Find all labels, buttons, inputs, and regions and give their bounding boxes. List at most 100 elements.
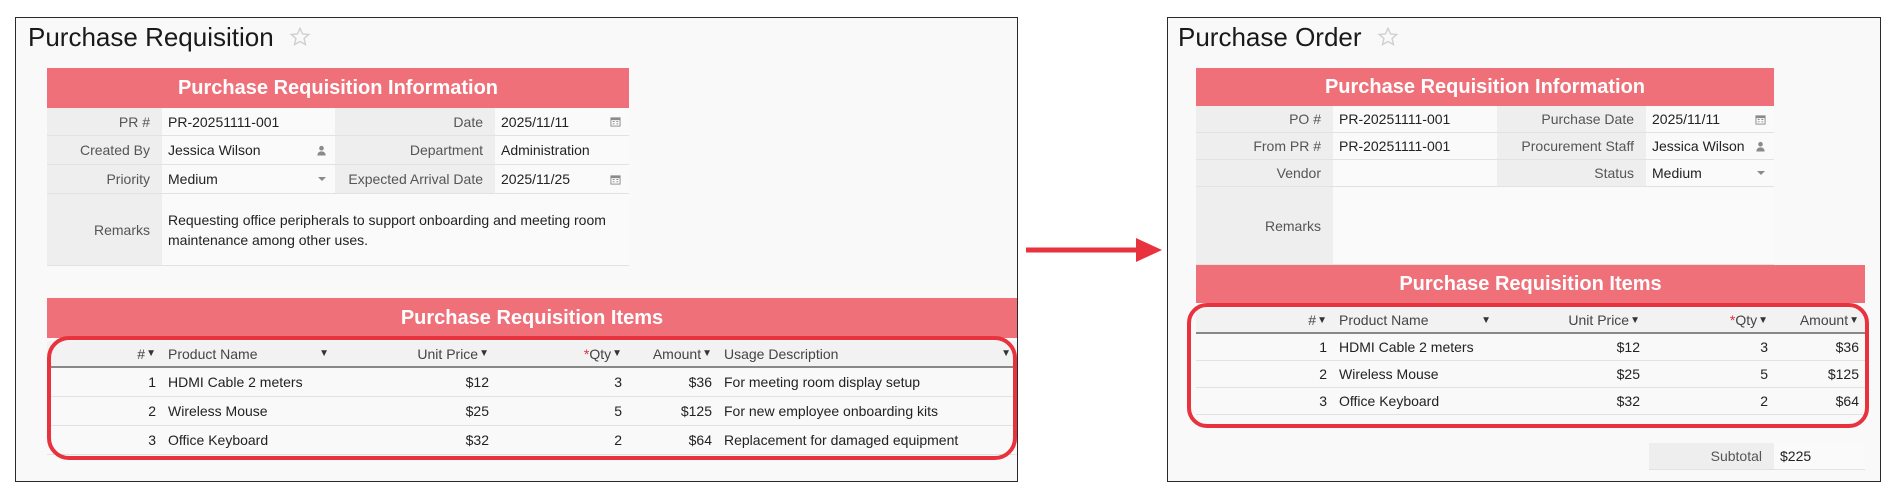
table-row[interactable]: 1 HDMI Cable 2 meters $12 3 $36	[1196, 334, 1865, 361]
cell-usage[interactable]: For meeting room display setup	[724, 374, 921, 390]
cell-qty[interactable]: 5	[614, 403, 622, 419]
purchase-date-value: 2025/11/11	[1652, 111, 1720, 127]
created-by-label: Created By	[47, 136, 162, 164]
cell-product[interactable]: Wireless Mouse	[168, 403, 268, 419]
pr-number-field[interactable]: PR-20251111-001	[162, 108, 335, 135]
cell-product[interactable]: Wireless Mouse	[1339, 366, 1439, 382]
cell-qty[interactable]: 2	[614, 432, 622, 448]
page-title: Purchase Requisition	[28, 22, 311, 55]
sort-caret-icon[interactable]: ▼	[1758, 314, 1768, 326]
vendor-label: Vendor	[1196, 160, 1333, 186]
star-icon[interactable]	[1377, 24, 1399, 55]
cell-qty[interactable]: 3	[1760, 339, 1768, 355]
sort-caret-icon[interactable]: ▼	[612, 348, 622, 359]
form-row: PO # PR-20251111-001 Purchase Date 2025/…	[1196, 106, 1774, 133]
remarks-label: Remarks	[1196, 187, 1333, 264]
cell-qty[interactable]: 2	[1760, 393, 1768, 409]
date-label: Date	[335, 108, 495, 135]
sort-caret-icon[interactable]: ▼	[479, 348, 489, 359]
table-row[interactable]: 3 Office Keyboard $32 2 $64 Replacement …	[47, 426, 1017, 455]
order-items-header: Purchase Requisition Items	[1196, 265, 1865, 303]
from-pr-value: PR-20251111-001	[1339, 138, 1451, 154]
sort-caret-icon[interactable]: ▼	[1317, 314, 1327, 326]
expected-arrival-field[interactable]: 2025/11/25	[495, 165, 629, 193]
user-icon[interactable]	[316, 145, 327, 156]
cell-qty[interactable]: 5	[1760, 366, 1768, 382]
chevron-down-icon[interactable]	[317, 176, 327, 182]
calendar-icon[interactable]	[1755, 114, 1766, 125]
po-number-field[interactable]: PR-20251111-001	[1333, 106, 1497, 132]
table-row[interactable]: 3 Office Keyboard $32 2 $64	[1196, 388, 1865, 415]
table-header-row: #▼ Product Name▼ Unit Price▼ *Qty▼ Amoun…	[47, 341, 1017, 368]
date-value: 2025/11/11	[501, 113, 569, 130]
department-value: Administration	[501, 142, 590, 158]
sort-caret-icon[interactable]: ▼	[146, 348, 156, 359]
procurement-staff-field[interactable]: Jessica Wilson	[1646, 133, 1774, 159]
column-header-unit-price[interactable]: Unit Price▼	[1568, 312, 1640, 328]
star-icon[interactable]	[289, 24, 311, 55]
cell-product[interactable]: HDMI Cable 2 meters	[168, 374, 303, 390]
cell-product[interactable]: Office Keyboard	[1339, 393, 1440, 409]
requisition-items-header: Purchase Requisition Items	[47, 298, 1017, 338]
form-row: Created By Jessica Wilson Department Adm…	[47, 136, 629, 165]
chevron-down-icon[interactable]: ▼	[319, 348, 329, 359]
cell-unit-price[interactable]: $25	[465, 403, 489, 419]
cell-num: 1	[148, 374, 156, 390]
created-by-field[interactable]: Jessica Wilson	[162, 136, 335, 164]
cell-usage[interactable]: Replacement for damaged equipment	[724, 432, 959, 448]
department-field[interactable]: Administration	[495, 136, 629, 164]
vendor-field[interactable]	[1333, 160, 1497, 186]
table-row[interactable]: 2 Wireless Mouse $25 5 $125 For new empl…	[47, 397, 1017, 426]
page-title-text: Purchase Order	[1178, 22, 1362, 52]
column-header-num[interactable]: #▼	[137, 345, 156, 362]
priority-select[interactable]: Medium	[162, 165, 335, 193]
status-select[interactable]: Medium	[1646, 160, 1774, 186]
date-field[interactable]: 2025/11/11	[495, 108, 629, 135]
remarks-field[interactable]: Requesting office peripherals to support…	[162, 194, 629, 265]
chevron-down-icon[interactable]	[1756, 170, 1766, 176]
cell-unit-price[interactable]: $32	[1616, 393, 1640, 409]
table-row[interactable]: 1 HDMI Cable 2 meters $12 3 $36 For meet…	[47, 368, 1017, 397]
cell-qty[interactable]: 3	[614, 374, 622, 390]
sort-caret-icon[interactable]: ▼	[702, 348, 712, 359]
chevron-down-icon[interactable]: ▼	[1481, 314, 1491, 326]
priority-value: Medium	[168, 171, 218, 187]
column-header-product[interactable]: Product Name▼	[1339, 312, 1491, 328]
page-title: Purchase Order	[1178, 22, 1399, 55]
column-header-num[interactable]: #▼	[1308, 312, 1327, 328]
form-row: Remarks Requesting office peripherals to…	[47, 194, 629, 266]
sort-caret-icon[interactable]: ▼	[1849, 314, 1859, 326]
cell-amount: $64	[688, 432, 712, 448]
cell-amount: $64	[1835, 393, 1859, 409]
column-header-amount[interactable]: Amount▼	[652, 345, 712, 362]
column-header-unit-price[interactable]: Unit Price▼	[417, 345, 489, 362]
cell-unit-price[interactable]: $25	[1616, 366, 1640, 382]
purchase-date-field[interactable]: 2025/11/11	[1646, 106, 1774, 132]
table-header-row: #▼ Product Name▼ Unit Price▼ *Qty▼ Amoun…	[1196, 308, 1865, 334]
column-header-qty[interactable]: *Qty▼	[1729, 312, 1768, 328]
cell-product[interactable]: HDMI Cable 2 meters	[1339, 339, 1474, 355]
cell-unit-price[interactable]: $12	[1616, 339, 1640, 355]
table-row[interactable]: 2 Wireless Mouse $25 5 $125	[1196, 361, 1865, 388]
cell-unit-price[interactable]: $12	[465, 374, 489, 390]
calendar-icon[interactable]	[610, 174, 621, 185]
chevron-down-icon[interactable]: ▼	[1001, 348, 1011, 359]
column-header-usage[interactable]: Usage Description▼	[724, 345, 1011, 362]
calendar-icon[interactable]	[610, 116, 621, 127]
cell-num: 3	[148, 432, 156, 448]
subtotal-label: Subtotal	[1649, 443, 1774, 469]
cell-usage[interactable]: For new employee onboarding kits	[724, 403, 939, 419]
requisition-info-form: PR # PR-20251111-001 Date 2025/11/11 Cre…	[47, 108, 629, 266]
column-header-product[interactable]: Product Name▼	[168, 345, 329, 362]
user-icon[interactable]	[1755, 141, 1766, 152]
cell-amount: $36	[1835, 339, 1859, 355]
remarks-field[interactable]	[1333, 187, 1774, 264]
column-header-amount[interactable]: Amount▼	[1799, 312, 1859, 328]
status-label: Status	[1497, 160, 1646, 186]
from-pr-field[interactable]: PR-20251111-001	[1333, 133, 1497, 159]
column-header-qty[interactable]: *Qty▼	[583, 345, 622, 362]
cell-product[interactable]: Office Keyboard	[168, 432, 269, 448]
sort-caret-icon[interactable]: ▼	[1630, 314, 1640, 326]
requisition-items-grid: #▼ Product Name▼ Unit Price▼ *Qty▼ Amoun…	[47, 341, 1017, 455]
cell-unit-price[interactable]: $32	[465, 432, 489, 448]
